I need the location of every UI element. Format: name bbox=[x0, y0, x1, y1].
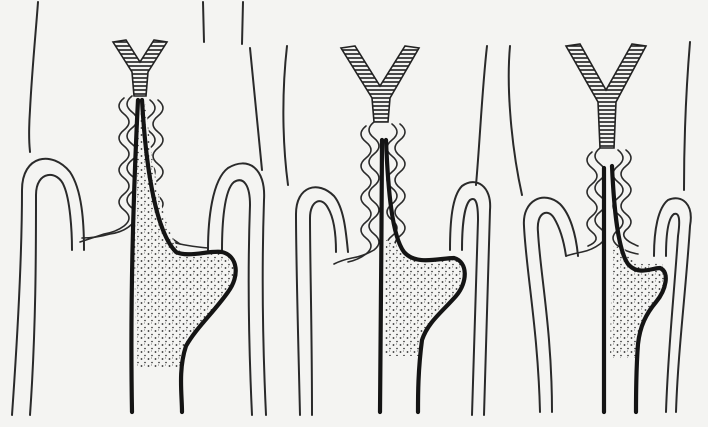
panel-1-hatched-channel bbox=[113, 40, 167, 96]
panel-2-wavy-membrane-left-inner bbox=[348, 126, 371, 262]
panel-3-wavy-membrane-left-inner bbox=[587, 152, 597, 246]
panel-2-hatched-channel bbox=[341, 46, 419, 122]
panel-3-outer-left-wall bbox=[509, 46, 522, 195]
panel-2-wavy-membrane-left bbox=[334, 122, 379, 264]
panel-2-outer-left-wall bbox=[283, 46, 288, 185]
panel-1-outer-left-wall bbox=[29, 2, 38, 152]
panel-3-wavy-membrane-right-inner bbox=[621, 150, 638, 246]
panel-1-stippled-mass bbox=[133, 104, 236, 368]
panel-3-outer-right-wall bbox=[684, 42, 690, 190]
panel-2 bbox=[283, 46, 490, 415]
panel-3 bbox=[509, 42, 691, 412]
panel-1-top-stub bbox=[203, 2, 243, 44]
panel-2-outer-right-wall bbox=[476, 46, 487, 185]
panel-3-left-fold bbox=[524, 198, 578, 412]
panel-1-wavy-membrane-left-inner bbox=[80, 98, 129, 242]
panel-2-left-fold bbox=[296, 187, 348, 415]
panel-1-outer-right-wall bbox=[250, 48, 262, 170]
panel-1-left-fold bbox=[12, 159, 84, 415]
panel-1 bbox=[12, 2, 266, 415]
panel-3-right-fold bbox=[654, 198, 691, 412]
panel-3-hatched-channel bbox=[566, 44, 646, 148]
panel-3-wavy-membrane-left bbox=[566, 148, 605, 256]
